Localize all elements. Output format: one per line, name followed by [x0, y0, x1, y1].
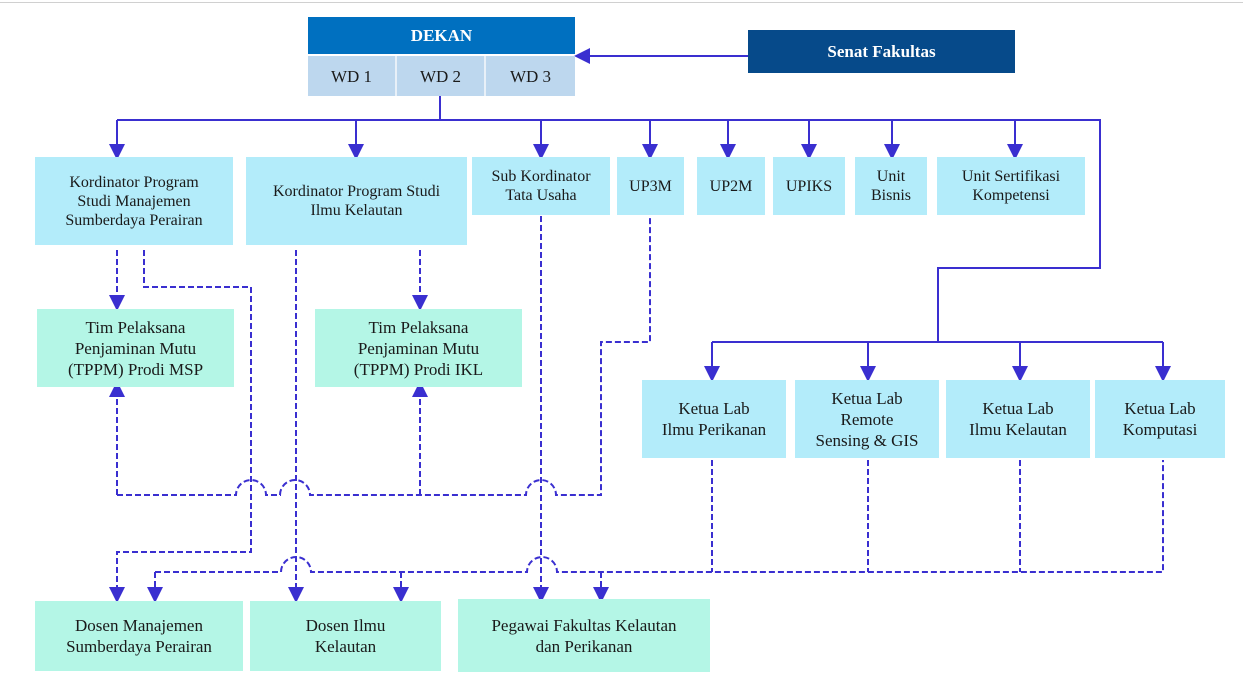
unit-label: UP2M	[709, 177, 753, 195]
lab-perikanan: Ketua Lab Ilmu Perikanan	[642, 380, 786, 458]
unit-sertifikasi: Unit Sertifikasi Kompetensi	[937, 157, 1085, 215]
senat-label: Senat Fakultas	[827, 42, 936, 61]
dash-lab-bus	[155, 460, 1164, 573]
wd2-box: WD 2	[397, 56, 486, 96]
tppm-label: Tim Pelaksana Penjaminan Mutu (TPPM) Pro…	[67, 317, 204, 379]
staff-dosen-msp: Dosen Manajemen Sumberdaya Perairan	[35, 601, 243, 671]
unit-label: Unit Bisnis	[870, 168, 911, 204]
unit-bisnis: Unit Bisnis	[855, 157, 927, 215]
lab-remote-sensing: Ketua Lab Remote Sensing & GIS	[795, 380, 939, 458]
unit-upiks: UPIKS	[773, 157, 845, 215]
staff-dosen-ikl: Dosen Ilmu Kelautan	[250, 601, 441, 671]
unit-tata-usaha: Sub Kordinator Tata Usaha	[472, 157, 610, 215]
tppm-ikl: Tim Pelaksana Penjaminan Mutu (TPPM) Pro…	[315, 309, 522, 387]
dekan-label: DEKAN	[410, 26, 473, 45]
wd2-label: WD 2	[419, 66, 462, 86]
lab-label: Ketua Lab Remote Sensing & GIS	[815, 388, 919, 450]
unit-kordinator-ikl: Kordinator Program Studi Ilmu Kelautan	[246, 157, 467, 245]
main-bus	[117, 119, 1101, 342]
wd1-label: WD 1	[330, 66, 373, 86]
unit-label: Sub Kordinator Tata Usaha	[491, 168, 591, 204]
lab-label: Ketua Lab Ilmu Kelautan	[969, 399, 1067, 439]
unit-label: Kordinator Program Studi Manajemen Sumbe…	[65, 173, 203, 229]
dash-msp-dosen	[109, 250, 252, 603]
lab-label: Ketua Lab Ilmu Perikanan	[661, 399, 767, 439]
unit-label: Kordinator Program Studi Ilmu Kelautan	[272, 183, 441, 219]
staff-pegawai: Pegawai Fakultas Kelautan dan Perikanan	[458, 599, 710, 672]
wd1-box: WD 1	[308, 56, 397, 96]
unit-label: UP3M	[629, 177, 672, 195]
unit-kordinator-msp: Kordinator Program Studi Manajemen Sumbe…	[35, 157, 233, 245]
dekan-box: DEKAN	[308, 17, 575, 54]
unit-label: Unit Sertifikasi Kompetensi	[961, 168, 1061, 204]
staff-label: Dosen Ilmu Kelautan	[305, 616, 386, 656]
unit-label: UPIKS	[785, 177, 833, 195]
staff-label: Pegawai Fakultas Kelautan dan Perikanan	[491, 615, 677, 656]
senat-box: Senat Fakultas	[748, 30, 1015, 73]
unit-up3m: UP3M	[617, 157, 684, 215]
tppm-msp: Tim Pelaksana Penjaminan Mutu (TPPM) Pro…	[37, 309, 234, 387]
staff-label: Dosen Manajemen Sumberdaya Perairan	[66, 616, 212, 656]
wd3-box: WD 3	[486, 56, 575, 96]
lab-kelautan: Ketua Lab Ilmu Kelautan	[946, 380, 1090, 458]
lab-label: Ketua Lab Komputasi	[1122, 399, 1198, 439]
tppm-label: Tim Pelaksana Penjaminan Mutu (TPPM) Pro…	[353, 317, 484, 379]
wd3-label: WD 3	[509, 66, 552, 86]
lab-komputasi: Ketua Lab Komputasi	[1095, 380, 1225, 458]
top-divider	[0, 2, 1243, 3]
dash-feedback-bus	[117, 216, 651, 496]
unit-up2m: UP2M	[697, 157, 765, 215]
